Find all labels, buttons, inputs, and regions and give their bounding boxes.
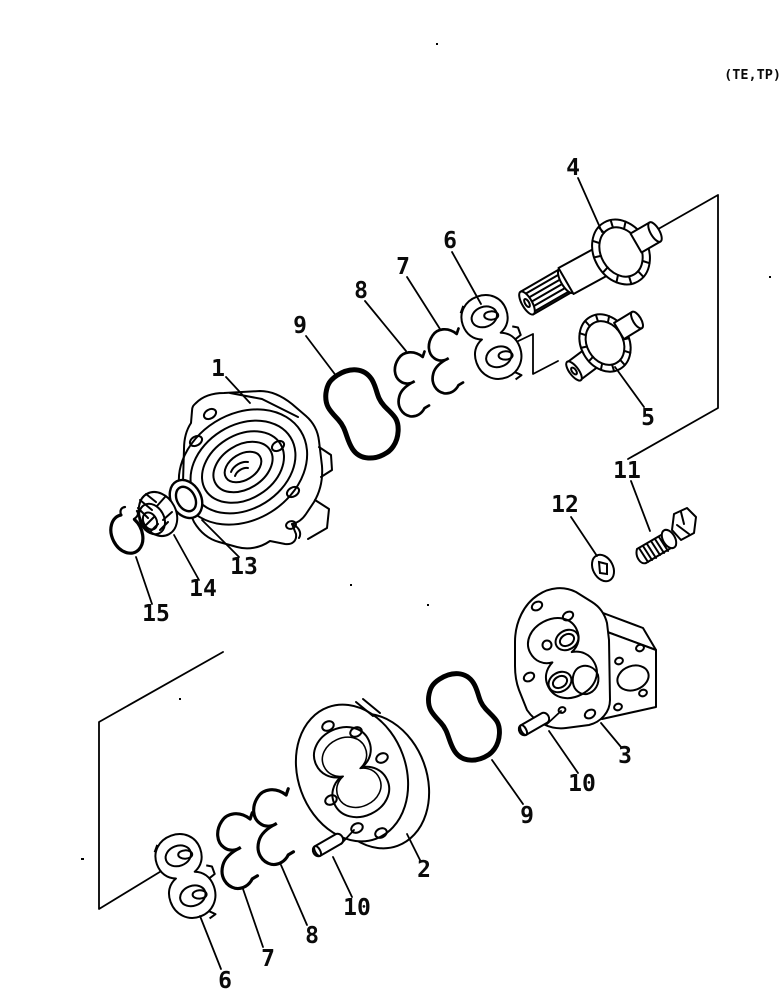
callout-part-2: 2: [417, 857, 431, 883]
leader-14: [173, 534, 200, 581]
callout-part-7-lower: 7: [261, 946, 275, 972]
seal-knurling: [137, 493, 173, 533]
callout-part-5: 5: [641, 405, 655, 431]
callout-part-9-lower: 9: [520, 803, 534, 829]
callout-part-3: 3: [618, 743, 632, 769]
retainer-spring-upper-right: [427, 327, 465, 395]
callout-part-9-upper: 9: [293, 313, 307, 339]
face-kidney-port: [571, 664, 600, 696]
part-retainer-springs-lower: [216, 787, 296, 891]
bore-swirl: [230, 460, 249, 477]
leader-1: [225, 376, 251, 404]
spline-lines: [521, 273, 570, 314]
part-gear-case-body: [294, 698, 431, 850]
leader-10a: [546, 710, 579, 774]
leader-8a: [364, 300, 407, 352]
part-bearing-block-upper: [459, 294, 523, 381]
callout-part-4: 4: [566, 155, 580, 181]
rim-hatching: [355, 698, 381, 717]
callout-part-8-upper: 8: [354, 278, 368, 304]
leader-13: [201, 519, 240, 558]
leader-9b: [491, 759, 524, 805]
leader-3: [600, 722, 622, 748]
port-opening: [616, 664, 650, 692]
leader-2: [406, 833, 421, 861]
callout-part-12: 12: [551, 492, 579, 518]
part-drive-gear-shaft: [518, 218, 663, 316]
leader-lines: [135, 177, 651, 970]
retainer-spring-lower-left: [216, 811, 260, 891]
print-specks: [81, 43, 771, 860]
leader-15: [135, 556, 153, 605]
section-plane-upper-right: [627, 194, 719, 460]
part-bearing-block-lower: [153, 833, 217, 920]
drawing-code-label: (TE,TP): [724, 67, 781, 83]
section-plane-upper-hidden-segment: [509, 333, 559, 375]
retainer-spring-lower-right: [252, 787, 296, 867]
bolt-threads: [638, 536, 669, 563]
leader-10b: [332, 829, 355, 898]
leader-12: [570, 516, 598, 557]
callout-labels: 1 2 3 4 5 6 7 8 9 11 12 13 14 15 9 10 6 …: [142, 155, 655, 991]
leader-11: [630, 480, 651, 532]
leader-8b: [280, 864, 308, 926]
part-driven-gear: [565, 310, 644, 382]
callout-part-8-lower: 8: [305, 923, 319, 949]
callout-part-1: 1: [211, 356, 225, 382]
section-plane-lines: [98, 194, 719, 910]
part-o-ring-lower: [426, 671, 502, 763]
leader-6a: [451, 251, 482, 305]
pin-hole: [557, 706, 567, 714]
callout-part-13: 13: [230, 554, 258, 580]
leader-5: [614, 366, 645, 408]
part-rear-cover: [514, 587, 657, 730]
leader-4: [577, 177, 603, 233]
part-snap-ring: [109, 505, 145, 555]
callout-part-11: 11: [613, 458, 641, 484]
callout-part-6-lower: 6: [218, 968, 232, 991]
leader-7b: [242, 888, 264, 948]
callout-part-10-right: 10: [568, 771, 596, 797]
part-o-ring-upper: [323, 367, 401, 461]
leader-9a: [305, 335, 338, 378]
part-front-housing: [177, 390, 333, 550]
part-retainer-springs-upper: [393, 327, 465, 418]
part-oil-seal: [137, 491, 179, 537]
leader-6b: [199, 915, 222, 970]
retainer-spring-upper-left: [393, 350, 431, 418]
part-washer: [590, 553, 616, 583]
callout-part-15: 15: [142, 601, 170, 627]
leader-7a: [406, 276, 441, 330]
callout-part-10-lower: 10: [343, 895, 371, 921]
section-plane-lower-left: [98, 651, 224, 910]
part-dowel-pin-lower: [311, 832, 345, 858]
part-bolt: [635, 507, 697, 565]
callout-part-7-upper: 7: [396, 254, 410, 280]
callout-part-14: 14: [189, 576, 217, 602]
callout-part-6-upper: 6: [443, 228, 457, 254]
